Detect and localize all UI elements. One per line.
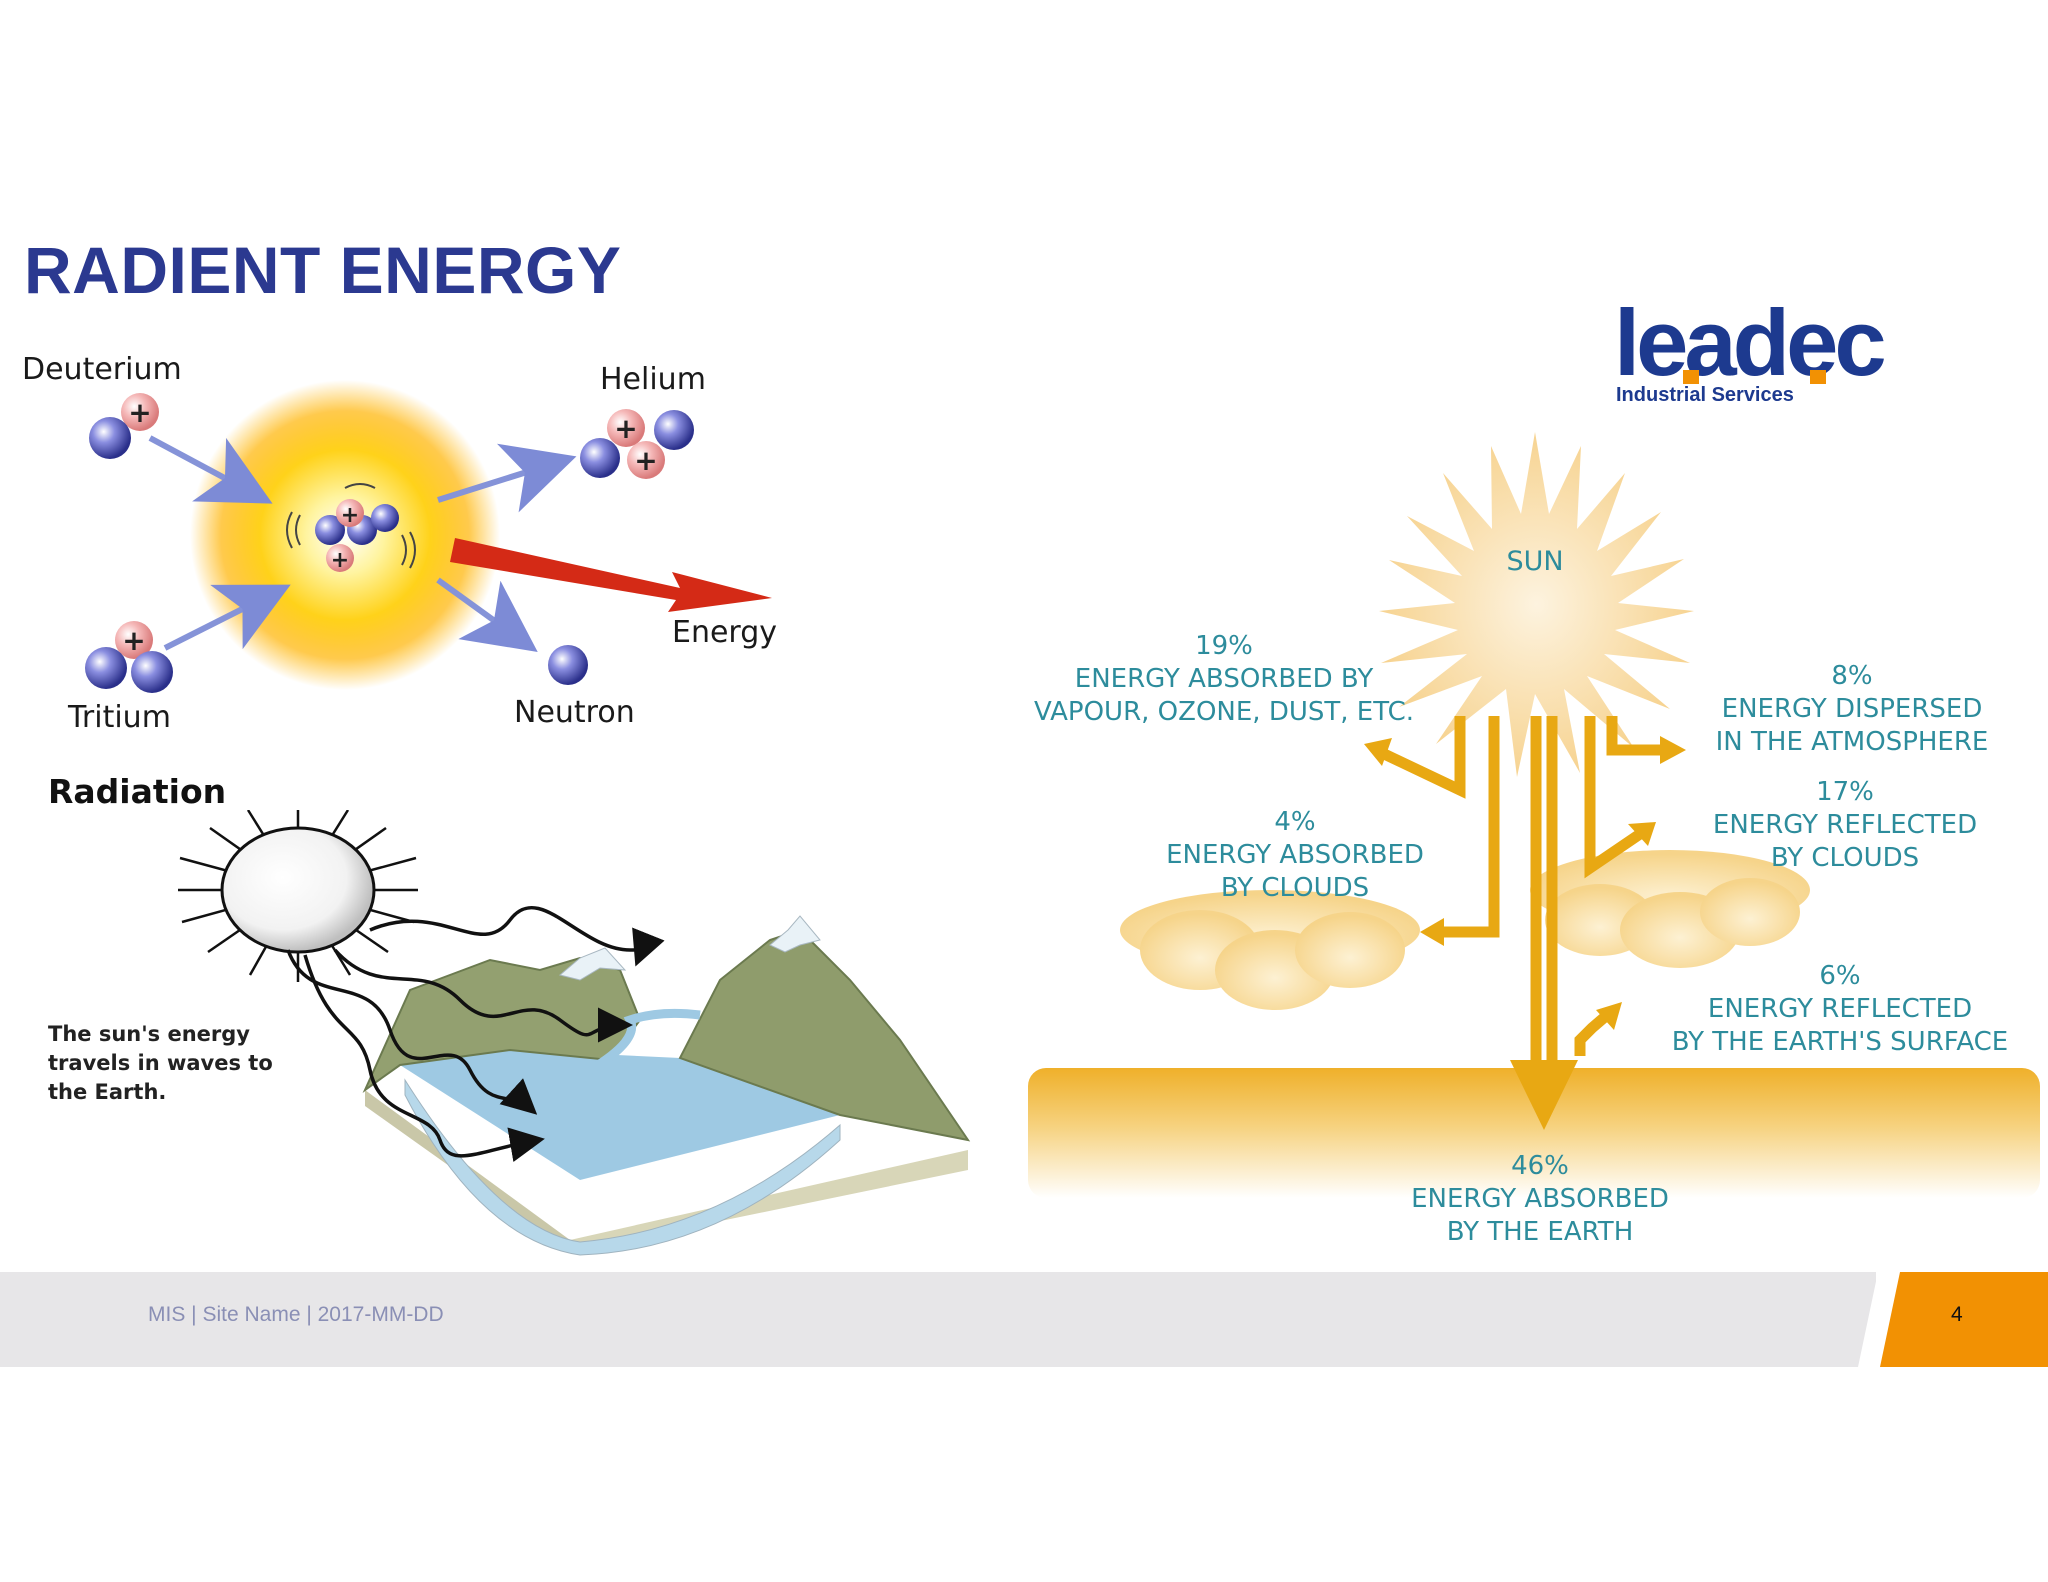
snow-cap [769,915,821,953]
deuterium-proton [121,393,159,431]
budget-line: ENERGY REFLECTED [1712,810,1978,840]
energy-waves [286,905,665,1163]
budget-percent: 46% [1511,1151,1569,1181]
radiation-illustration [178,810,971,1256]
budget-percent: 8% [1831,661,1873,691]
nucleus-proton [326,544,354,572]
logo-tagline: Industrial Services [1616,384,1794,406]
mountain-right [678,928,971,1142]
budget-percent: 19% [1195,631,1253,661]
footer-info: MIS | Site Name | 2017-MM-DD [148,1303,444,1326]
page-number: 4 [1951,1303,1963,1326]
footer-accent [1880,1272,2048,1367]
slide-title: RADIENT ENERGY [24,233,622,307]
plus-glyph: + [331,548,349,573]
energy-label: Energy [672,615,778,650]
logo-accent-mark [1683,370,1699,384]
plus-glyph: + [122,624,145,657]
lake-depth [404,1078,841,1256]
nucleus-neutron [371,504,399,532]
tritium-arrow [163,584,291,651]
radiation-title: Radiation [48,772,227,811]
budget-percent: 4% [1274,807,1316,837]
plus-glyph: + [341,503,359,528]
budget-percent: 17% [1816,777,1874,807]
helium-neutron [580,438,620,478]
budget-line: VAPOUR, OZONE, DUST, ETC. [1034,697,1414,727]
nucleus-neutron [315,515,345,545]
caption-line: the Earth. [48,1080,167,1104]
radiation-caption: The sun's energy travels in waves to the… [48,1020,273,1107]
tritium-proton [115,621,153,659]
leadec-logo: leadec [1614,290,1887,395]
budget-label-46: 46% ENERGY ABSORBED BY THE EARTH [1380,1150,1700,1249]
plus-glyph: + [634,444,657,477]
budget-line: ENERGY DISPERSED [1721,694,1983,724]
budget-line: BY CLOUDS [1220,873,1370,903]
budget-label-4: 4% ENERGY ABSORBED BY CLOUDS [1140,806,1450,905]
neutron-label: Neutron [514,695,635,730]
budget-percent: 6% [1819,961,1861,991]
fusion-glow [190,380,500,690]
budget-line: ENERGY ABSORBED BY [1074,664,1374,694]
tritium-label: Tritium [68,700,171,735]
footer-gap [1858,1272,1898,1367]
energy-arrow [450,538,772,612]
energy-budget-diagram: SUN [1028,432,2040,1198]
fusion-diagram: + + + + + + [85,380,772,693]
earth-surface-band [1028,1068,2040,1198]
tritium-neutron [85,647,127,689]
budget-label-8: 8% ENERGY DISPERSED IN THE ATMOSPHERE [1672,660,2032,759]
deuterium-arrow [148,435,273,504]
budget-label-6: 6% ENERGY REFLECTED BY THE EARTH'S SURFA… [1640,960,2040,1059]
helium-proton [607,409,645,447]
deuterium-label: Deuterium [22,352,182,387]
deuterium-neutron [89,417,131,459]
plus-glyph: + [614,412,637,445]
helium-neutron [654,410,694,450]
caption-line: travels in waves to [48,1051,273,1075]
sun-starburst [1379,432,1694,777]
budget-arrows [1377,716,1660,1068]
helium-arrow [437,443,577,513]
snow-cap [558,947,627,981]
cloud-left [1120,890,1420,1010]
budget-line: IN THE ATMOSPHERE [1715,727,1989,757]
budget-line: BY THE EARTH [1446,1217,1634,1247]
budget-line: ENERGY ABSORBED [1411,1184,1669,1214]
budget-label-17: 17% ENERGY REFLECTED BY CLOUDS [1680,776,2010,875]
helium-proton [627,441,665,479]
budget-line: BY THE EARTH'S SURFACE [1671,1027,2009,1057]
budget-label-19: 19% ENERGY ABSORBED BY VAPOUR, OZONE, DU… [1004,630,1444,729]
caption-line: The sun's energy [48,1022,250,1046]
budget-arrowheads [1364,736,1686,1130]
sun-disc [220,826,376,954]
cloud-right [1530,850,1810,968]
free-neutron [548,645,588,685]
tritium-neutron [131,651,173,693]
budget-line: ENERGY REFLECTED [1707,994,1973,1024]
budget-line: BY CLOUDS [1770,843,1920,873]
neutron-arrow [436,577,538,653]
footer-bar [0,1272,1876,1367]
budget-line: ENERGY ABSORBED [1166,840,1424,870]
helium-label: Helium [600,362,706,397]
sun-label: SUN [1506,546,1563,577]
vibration-lines [286,483,416,569]
plus-glyph: + [128,396,151,429]
nucleus-proton [336,499,364,527]
logo-accent-mark [1810,370,1826,384]
